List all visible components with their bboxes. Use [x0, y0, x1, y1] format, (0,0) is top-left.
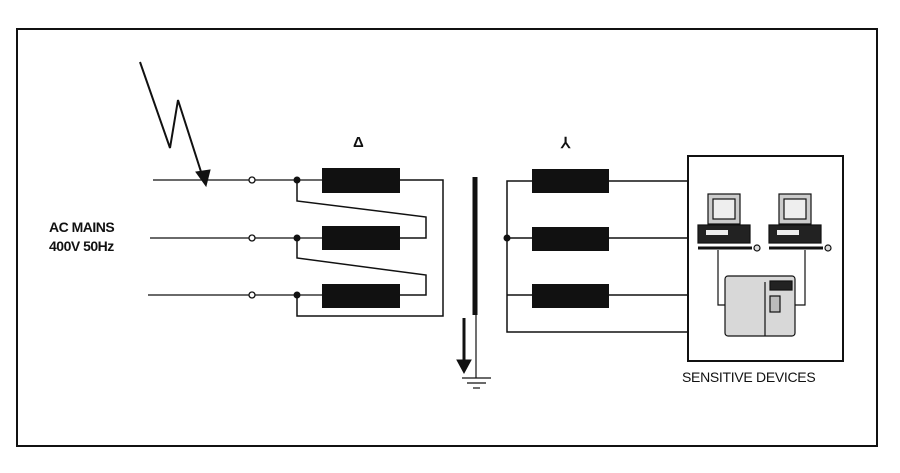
device-cables: [717, 250, 806, 306]
outer-frame: [16, 28, 878, 447]
primary-delta-windings: [322, 168, 400, 308]
delta-symbol: Δ: [353, 134, 364, 151]
terminals: [248, 176, 256, 299]
delta-wiring: [296, 179, 444, 317]
ac-mains-title: AC MAINS: [49, 219, 115, 235]
computer-icon: [697, 193, 761, 252]
computer-icon: [768, 193, 832, 252]
ground-icon: [462, 315, 491, 389]
wye-symbol: ⅄: [561, 135, 571, 152]
ac-mains-rating: 400V 50Hz: [49, 238, 114, 254]
lightning-surge-icon: [139, 61, 211, 188]
secondary-wye-windings: [532, 169, 609, 308]
ac-mains-label: AC MAINS 400V 50Hz: [49, 218, 115, 256]
earth-current-arrow-icon: [456, 318, 472, 375]
server-icon: [724, 275, 796, 337]
sensitive-devices-label: SENSITIVE DEVICES: [682, 369, 816, 385]
wye-wiring: [506, 180, 688, 333]
sensitive-devices-box: [687, 155, 844, 362]
